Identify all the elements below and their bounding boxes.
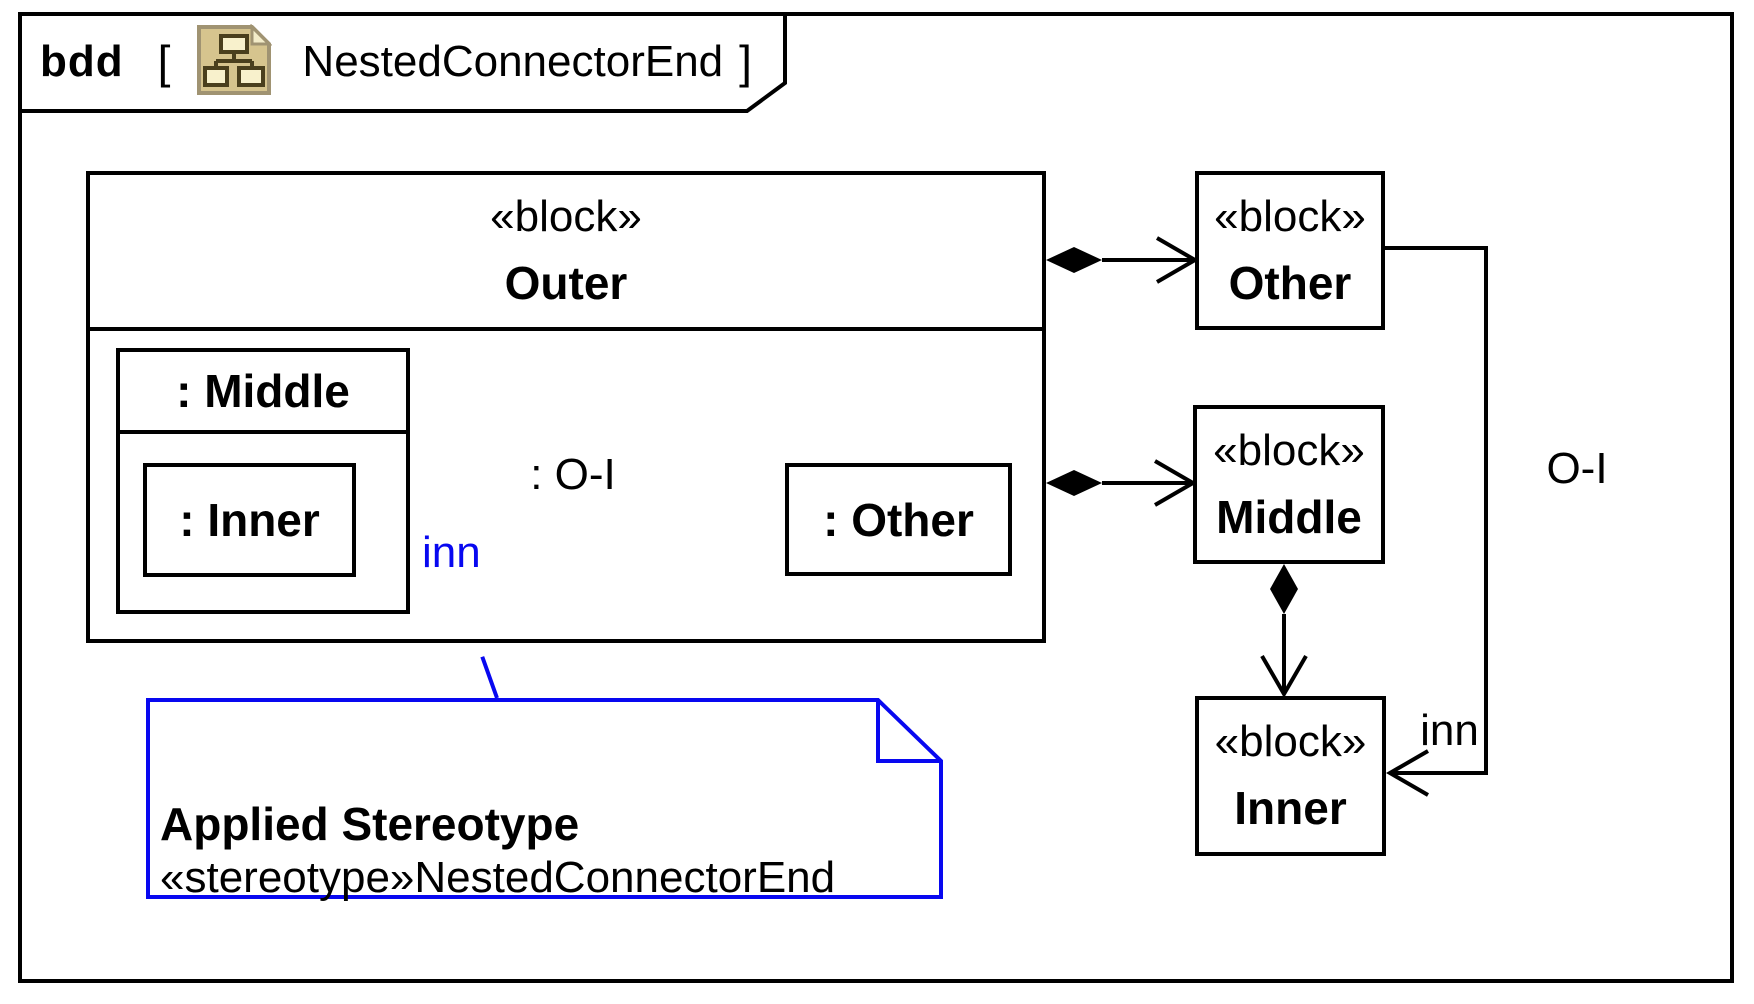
open-bracket: [	[157, 36, 171, 88]
association-name-label[interactable]: O-I	[1546, 444, 1608, 493]
part-inner-label: : Inner	[179, 494, 320, 546]
block-name: Middle	[1216, 490, 1362, 543]
part-middle-name-compartment: : Middle	[120, 352, 406, 434]
block-name: Other	[1228, 256, 1352, 309]
stereotype-label: «block»	[1214, 717, 1367, 766]
block-inner[interactable]: «block» Inner	[1195, 696, 1386, 856]
block-name: Outer	[504, 257, 628, 309]
stereotype-label: «block»	[1214, 191, 1366, 241]
part-other[interactable]: : Other	[785, 463, 1012, 576]
diagram-kind-label: bdd	[40, 37, 124, 86]
diagram-name: NestedConnectorEnd	[302, 37, 724, 86]
composition-outer-other[interactable]	[1046, 236, 1199, 284]
bdd-diagram-icon	[196, 22, 274, 101]
close-bracket: ]	[739, 36, 752, 88]
block-other[interactable]: «block» Other	[1195, 171, 1385, 330]
connector-name-label[interactable]: : O-I	[530, 450, 616, 499]
composite-diamond	[1046, 247, 1102, 273]
stereotype-label: «block»	[490, 192, 642, 241]
block-name: Inner	[1234, 782, 1347, 834]
open-arrowhead	[1260, 654, 1308, 698]
composition-middle-inner[interactable]	[1260, 564, 1308, 698]
open-arrowhead	[1155, 236, 1199, 284]
note-title: Applied Stereotype	[160, 798, 580, 850]
note-dogear-fold	[876, 700, 941, 763]
frame-name-tab: bdd [ NestedConnectorEnd ]	[40, 20, 760, 104]
block-middle[interactable]: «block» Middle	[1193, 405, 1385, 564]
connector-end-label-inn[interactable]: inn	[422, 528, 481, 577]
part-other-label: : Other	[823, 493, 974, 546]
note-content: Applied Stereotype «stereotype»NestedCon…	[160, 798, 940, 904]
open-arrowhead	[1386, 749, 1430, 797]
composite-diamond	[1270, 564, 1298, 614]
open-arrowhead	[1153, 459, 1197, 507]
block-outer-header: «block» Outer	[90, 175, 1042, 331]
stereotype-label: «block»	[1213, 425, 1365, 475]
association-end-label-inn[interactable]: inn	[1420, 706, 1479, 755]
note-body: «stereotype»NestedConnectorEnd	[160, 853, 836, 902]
composition-outer-middle[interactable]	[1046, 459, 1197, 507]
part-middle-label: : Middle	[176, 365, 350, 417]
part-inner[interactable]: : Inner	[143, 463, 356, 577]
composite-diamond	[1046, 470, 1102, 496]
